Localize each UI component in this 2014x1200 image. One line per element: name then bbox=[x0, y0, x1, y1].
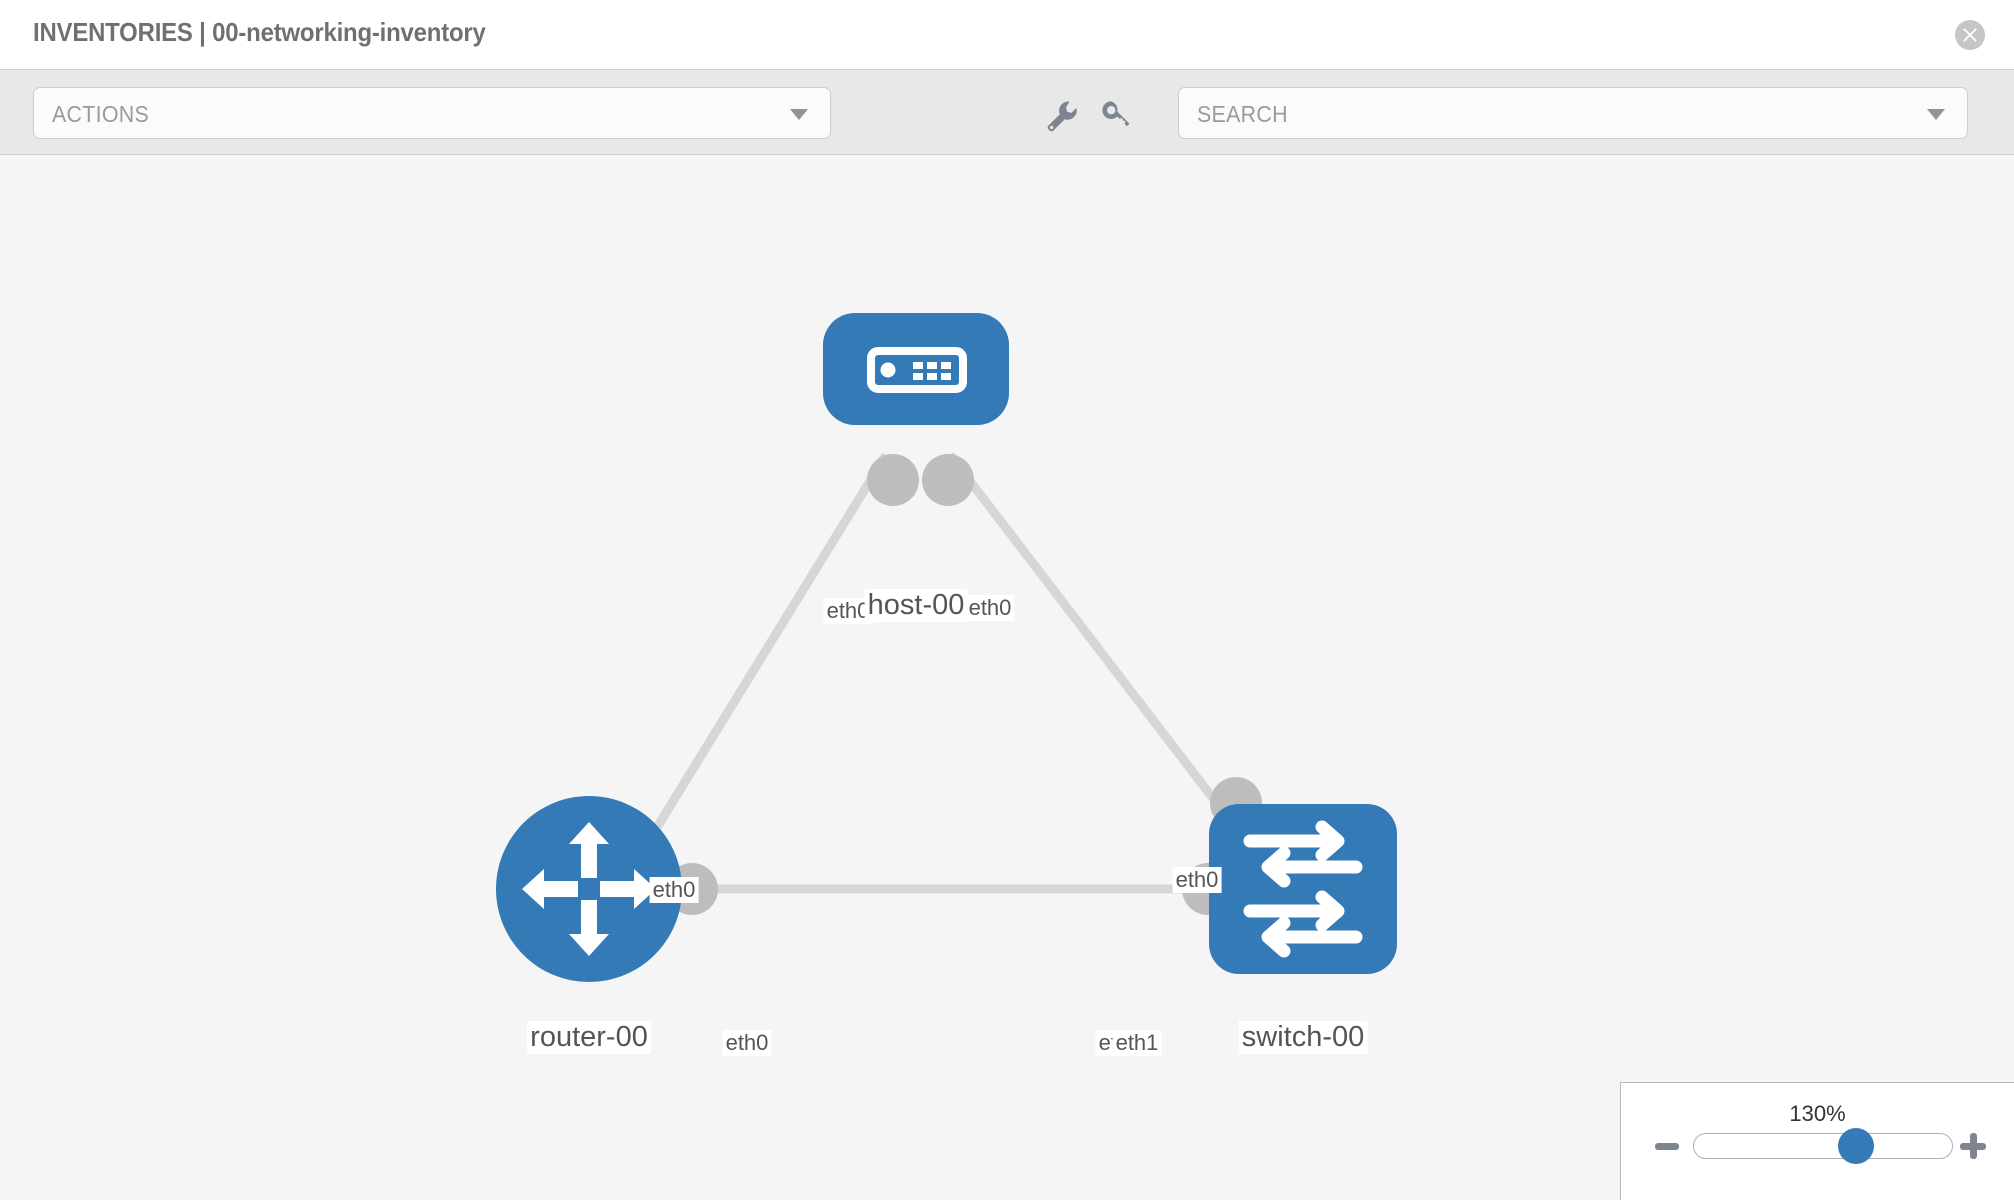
zoom-out-button[interactable] bbox=[1655, 1143, 1679, 1150]
zoom-control-panel: 130% bbox=[1620, 1082, 2014, 1200]
link-host-router bbox=[636, 452, 890, 858]
zoom-percent-label: 130% bbox=[1789, 1101, 1846, 1126]
chevron-down-icon bbox=[790, 109, 808, 120]
node-label-router: router-00 bbox=[527, 1021, 651, 1054]
node-switch-00 bbox=[1209, 804, 1397, 974]
actions-dropdown[interactable]: ACTIONS bbox=[33, 87, 831, 139]
toolbar: ACTIONS SEARCH bbox=[0, 69, 2014, 155]
chevron-down-icon[interactable] bbox=[1927, 109, 1945, 120]
wrench-icon[interactable] bbox=[1042, 97, 1078, 133]
switch-arrows-icon bbox=[1243, 820, 1363, 958]
actions-dropdown-label: ACTIONS bbox=[52, 101, 150, 127]
socket-host-right bbox=[922, 454, 974, 506]
zoom-in-button[interactable] bbox=[1960, 1133, 1986, 1159]
server-icon bbox=[867, 347, 967, 393]
page-header: INVENTORIES | 00-networking-inventory bbox=[0, 0, 2014, 69]
edge-label: eth0 bbox=[1172, 867, 1222, 893]
socket-host-left bbox=[867, 454, 919, 506]
node-label-host: host-00 bbox=[864, 589, 968, 622]
node-host-00 bbox=[823, 313, 1009, 425]
topology-graph bbox=[496, 313, 1397, 982]
edge-label: eth0 bbox=[722, 1030, 772, 1056]
link-host-switch bbox=[946, 452, 1239, 830]
router-arrows-icon bbox=[522, 822, 656, 956]
edge-label: eth0 bbox=[823, 598, 873, 624]
node-router-00 bbox=[496, 796, 682, 982]
topology-sockets bbox=[666, 454, 1262, 915]
topology-canvas[interactable]: eth0 eth0 eth0 eth0 eth0 eth0 eth1 host-… bbox=[0, 155, 2014, 1200]
topology-links bbox=[636, 452, 1239, 894]
key-icon[interactable] bbox=[1098, 97, 1134, 133]
zoom-slider[interactable] bbox=[1693, 1128, 1953, 1164]
edge-label: eth1 bbox=[1112, 1030, 1162, 1056]
edge-label: eth0 bbox=[965, 595, 1015, 621]
close-icon[interactable] bbox=[1955, 20, 1985, 50]
node-label-switch: switch-00 bbox=[1238, 1021, 1368, 1054]
search-placeholder: SEARCH bbox=[1197, 101, 1288, 127]
zoom-slider-thumb[interactable] bbox=[1838, 1128, 1875, 1164]
edge-label: eth0 bbox=[649, 877, 699, 903]
search-input[interactable]: SEARCH bbox=[1178, 87, 1968, 139]
page-title: INVENTORIES | 00-networking-inventory bbox=[33, 17, 486, 47]
